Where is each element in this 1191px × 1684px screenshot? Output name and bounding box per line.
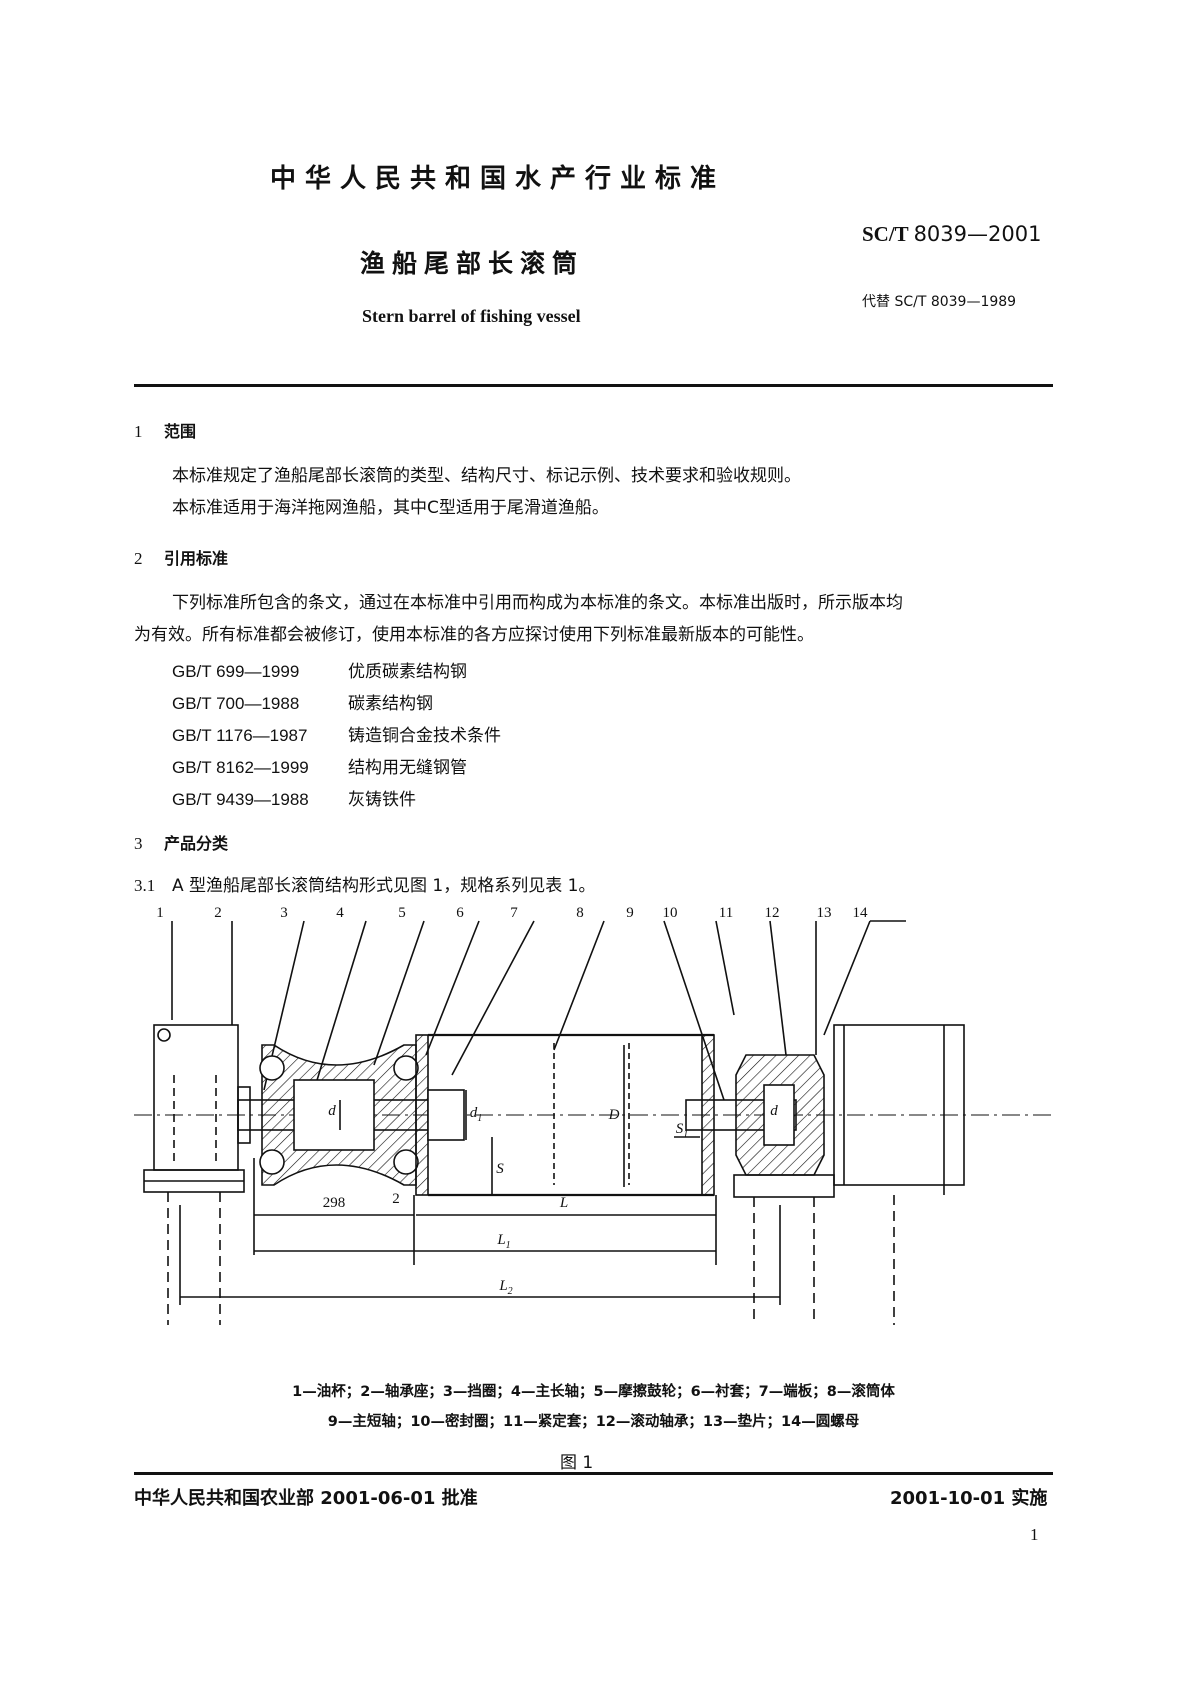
standard-code-number: 8039—2001 xyxy=(913,222,1042,246)
dim-L2-letter: L xyxy=(498,1278,507,1294)
dim-L1-sub: 1 xyxy=(506,1240,511,1251)
section-1-para-1: 本标准规定了渔船尾部长滚筒的类型、结构尺寸、标记示例、技术要求和验收规则。 xyxy=(172,466,801,486)
dim-298: 298 xyxy=(323,1195,346,1211)
section-1-number: 1 xyxy=(134,422,143,441)
callout-2: 2 xyxy=(214,905,222,921)
dim-gap: 2 xyxy=(392,1191,400,1207)
section-3-heading: 3 产品分类 xyxy=(134,830,228,854)
figure-title: 图 1 xyxy=(560,1453,594,1473)
dim-S1-sub: 1 xyxy=(683,1129,688,1140)
callout-13: 13 xyxy=(817,905,832,921)
section-2-number: 2 xyxy=(134,549,143,568)
section-2-intro-line-1: 下列标准所包含的条文，通过在本标准中引用而构成为本标准的条文。本标准出版时，所示… xyxy=(172,593,903,613)
dim-L2-sub: 2 xyxy=(508,1286,513,1297)
section-3-title: 产品分类 xyxy=(164,834,229,853)
callout-4: 4 xyxy=(336,905,344,921)
callout-6: 6 xyxy=(456,905,464,921)
stern-barrel-drawing: 1 2 3 4 5 6 7 8 9 10 11 12 13 14 298 2 L… xyxy=(134,905,1054,1325)
approval-note: 中华人民共和国农业部 2001-06-01 批准 xyxy=(134,1488,478,1509)
section-2-title: 引用标准 xyxy=(164,549,229,568)
footer-rule xyxy=(134,1472,1053,1475)
section-3-1-text: A 型渔船尾部长滚筒结构形式见图 1，规格系列见表 1。 xyxy=(172,876,596,896)
section-1-title: 范围 xyxy=(164,422,197,441)
dim-L: L xyxy=(559,1195,568,1211)
reference-name: 碳素结构钢 xyxy=(348,694,433,714)
dim-S: S xyxy=(496,1161,504,1177)
dim-D: D xyxy=(608,1107,620,1123)
effective-date: 2001-10-01 实施 xyxy=(890,1488,1048,1509)
callout-5: 5 xyxy=(398,905,406,921)
standard-code-prefix: SC/T xyxy=(862,222,909,246)
section-3-1-number: 3.1 xyxy=(134,876,156,895)
reference-code: GB/T 8162—1999 xyxy=(172,758,309,777)
section-1-heading: 1 范围 xyxy=(134,418,196,442)
reference-row: GB/T 699—1999 优质碳素结构钢 xyxy=(172,657,467,682)
callout-10: 10 xyxy=(663,905,678,921)
dim-L2: L2 xyxy=(498,1278,512,1297)
dim-d1-sub: 1 xyxy=(477,1113,482,1124)
reference-name: 结构用无缝钢管 xyxy=(348,758,467,778)
publisher-heading: 中华人民共和国水产行业标准 xyxy=(270,164,726,194)
callout-8: 8 xyxy=(576,905,584,921)
dim-d-left: d xyxy=(328,1103,336,1119)
page-number: 1 xyxy=(1030,1525,1039,1544)
dim-d1-left: d1 xyxy=(470,1105,483,1124)
callout-11: 11 xyxy=(719,905,733,921)
section-2-heading: 2 引用标准 xyxy=(134,545,228,569)
callout-9: 9 xyxy=(626,905,634,921)
reference-name: 铸造铜合金技术条件 xyxy=(348,726,501,746)
dim-S1: S1 xyxy=(676,1121,689,1140)
callout-3: 3 xyxy=(280,905,288,921)
callout-7: 7 xyxy=(510,905,518,921)
reference-code: GB/T 700—1988 xyxy=(172,694,300,713)
replaces-note: 代替 SC/T 8039—1989 xyxy=(862,294,1017,310)
callout-14: 14 xyxy=(853,905,869,921)
standard-code: SC/T 8039—2001 xyxy=(862,222,1041,247)
dim-d1-letter: d xyxy=(470,1105,478,1121)
header-rule xyxy=(134,384,1053,387)
section-3-1-line: 3.1 A 型渔船尾部长滚筒结构形式见图 1，规格系列见表 1。 xyxy=(134,870,595,902)
document-title-cn: 渔船尾部长滚筒 xyxy=(360,249,585,278)
reference-code: GB/T 1176—1987 xyxy=(172,726,308,745)
reference-row: GB/T 700—1988 碳素结构钢 xyxy=(172,689,433,714)
reference-name: 优质碳素结构钢 xyxy=(348,662,467,682)
dim-S1-letter: S xyxy=(676,1121,684,1137)
dim-d-right: d xyxy=(770,1103,778,1119)
reference-row: GB/T 9439—1988 灰铸铁件 xyxy=(172,785,416,810)
callout-1: 1 xyxy=(156,905,164,921)
reference-code: GB/T 9439—1988 xyxy=(172,790,309,809)
section-1-para-2: 本标准适用于海洋拖网渔船，其中C型适用于尾滑道渔船。 xyxy=(172,498,609,518)
figure-legend-line-1: 1—油杯；2—轴承座；3—挡圈；4—主长轴；5—摩擦鼓轮；6—衬套；7—端板；8… xyxy=(292,1384,895,1400)
reference-row: GB/T 1176—1987 铸造铜合金技术条件 xyxy=(172,721,501,746)
dim-L1: L1 xyxy=(496,1232,510,1251)
reference-name: 灰铸铁件 xyxy=(348,790,416,810)
dim-L1-letter: L xyxy=(496,1232,505,1248)
document-title-en: Stern barrel of fishing vessel xyxy=(362,306,581,326)
section-2-intro-line-2: 为有效。所有标准都会被修订，使用本标准的各方应探讨使用下列标准最新版本的可能性。 xyxy=(134,625,814,645)
reference-code: GB/T 699—1999 xyxy=(172,662,300,681)
section-3-number: 3 xyxy=(134,834,143,853)
figure-legend-line-2: 9—主短轴；10—密封圈；11—紧定套；12—滚动轴承；13—垫片；14—圆螺母 xyxy=(327,1414,860,1430)
callout-12: 12 xyxy=(765,905,780,921)
reference-row: GB/T 8162—1999 结构用无缝钢管 xyxy=(172,753,467,778)
